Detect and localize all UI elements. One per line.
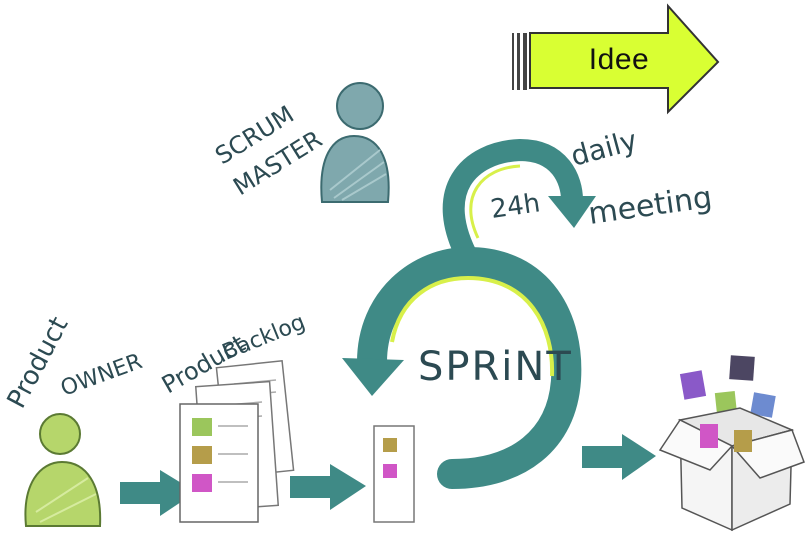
sprint-cycle-arrow-icon (342, 246, 582, 489)
product-backlog-label-line2: Backlog (219, 310, 309, 366)
product-backlog-document-stack-icon (179, 360, 295, 523)
interval-label: 24h (489, 188, 542, 225)
daily-meeting-label-line1: daily (567, 124, 640, 173)
product-owner-label-line2: OWNER (58, 349, 146, 401)
sprint-backlog-task-card-icon (373, 425, 415, 523)
increment-open-box-icon (658, 355, 805, 532)
idee-banner-arrow-icon (512, 3, 720, 115)
product-owner-label-line1: Product (2, 312, 75, 413)
arrow-right-icon (582, 434, 656, 480)
daily-meeting-label-line2: meeting (586, 180, 714, 232)
arrow-right-icon (290, 464, 366, 510)
daily-cycle-arrow-icon (442, 138, 596, 273)
scrum-master-person-icon (320, 82, 390, 203)
product-owner-person-icon (24, 413, 102, 527)
idee-banner-label: Idee (588, 43, 650, 76)
sprint-label: SPRiNT (418, 344, 573, 390)
arrow-right-icon (120, 470, 196, 516)
